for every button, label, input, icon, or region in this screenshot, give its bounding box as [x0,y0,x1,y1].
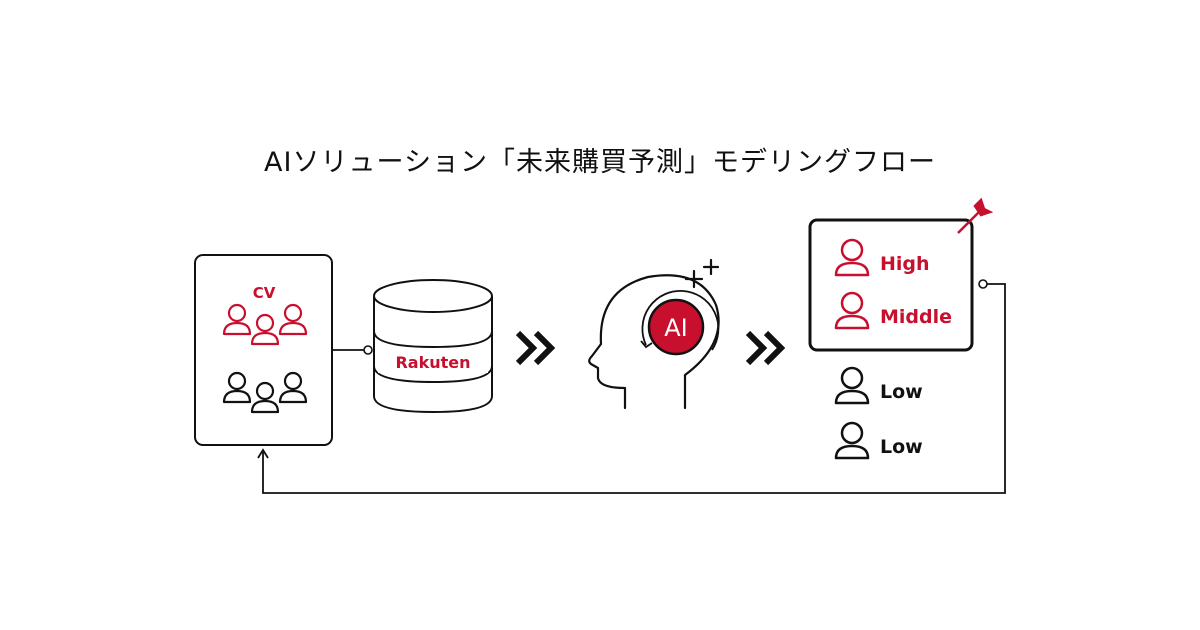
diagram-title: AIソリューション「未来購買予測」モデリングフロー [264,147,936,178]
rakuten-logo: Rakuten [395,353,470,372]
feedback-arrow-head [257,448,269,459]
segment-middle: Middle [880,306,952,328]
feedback-loop-line [262,283,1006,494]
segment-low-2: Low [880,436,923,458]
dart-icon [957,197,994,234]
ai-badge: AI [664,314,688,342]
feedback-start-dot [978,279,988,289]
segment-low-1: Low [880,381,923,403]
cv-label: CV [253,284,276,302]
double-chevron-icon [515,330,556,366]
segment-high: High [880,253,930,275]
sparkle-icon [684,258,720,289]
ai-orbit-arrow-head [640,340,653,349]
double-chevron-icon [745,330,786,366]
rakuten-logo-bg [378,351,488,373]
ai-orbit-arrow [641,289,720,351]
low-person-icon [834,421,870,460]
target-box [808,218,974,352]
connector-dot [363,345,373,355]
low-person-icon [834,366,870,405]
database-icon [373,279,493,414]
ai-badge-circle [647,298,705,356]
ai-head-icon [588,274,720,410]
